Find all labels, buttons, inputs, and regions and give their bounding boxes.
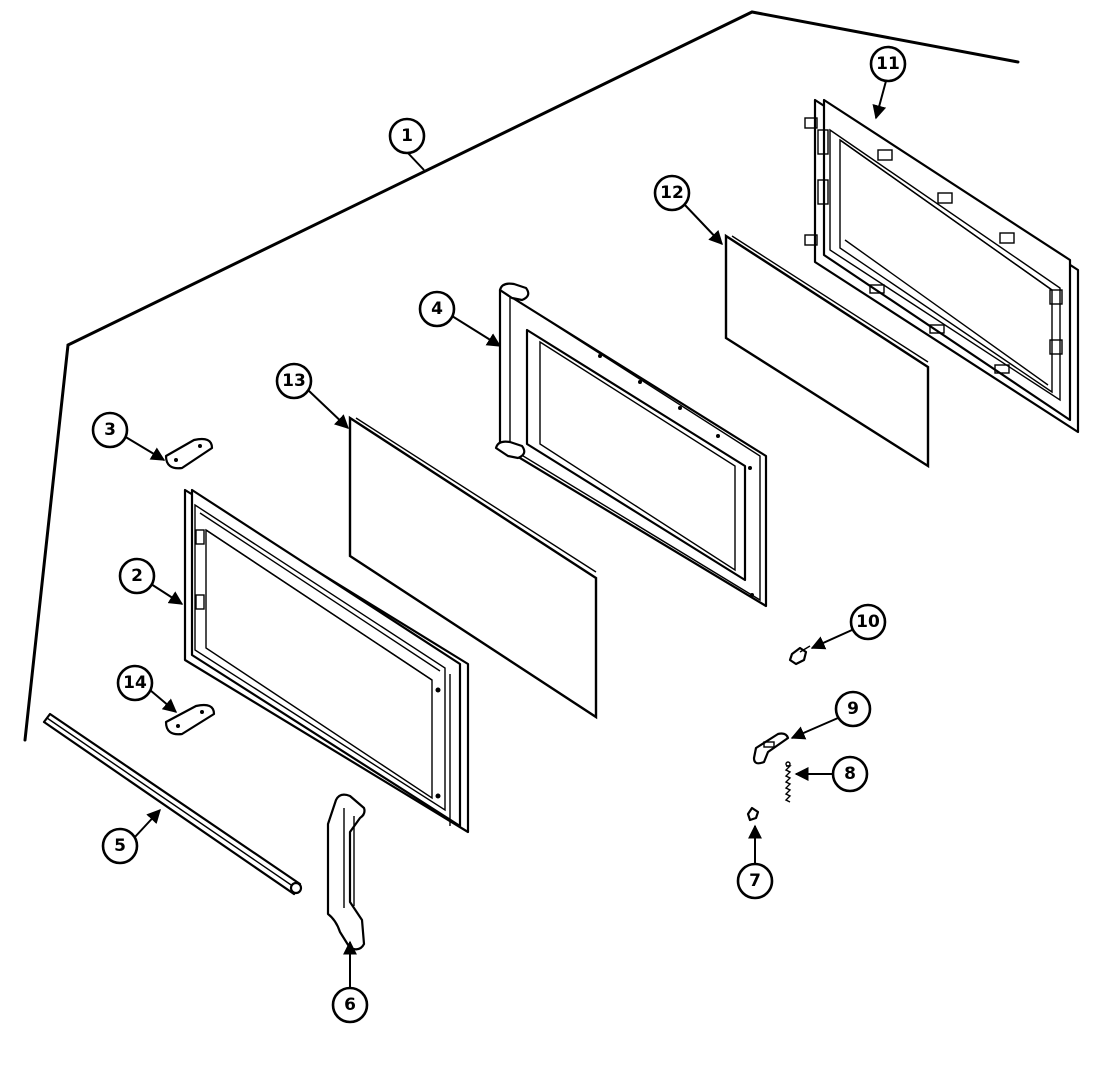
callout-13: 13 bbox=[275, 362, 350, 429]
callout-7-label: 7 bbox=[749, 871, 761, 891]
callout-10-label: 10 bbox=[856, 612, 880, 632]
pin-part bbox=[746, 806, 760, 822]
callout-8: 8 bbox=[794, 755, 869, 793]
callout-11-label: 11 bbox=[876, 54, 900, 74]
callout-13-label: 13 bbox=[282, 371, 306, 391]
upper-glass-panel-part bbox=[724, 233, 930, 469]
callout-1: 1 bbox=[388, 117, 426, 171]
callout-12: 12 bbox=[653, 174, 723, 246]
callout-5-label: 5 bbox=[114, 836, 126, 856]
lower-hinge-part bbox=[164, 703, 216, 736]
screw-part bbox=[788, 645, 811, 666]
door-assembly-outline bbox=[23, 10, 1020, 742]
choke-frame-part bbox=[494, 282, 768, 608]
callout-7: 7 bbox=[736, 824, 774, 900]
callout-2: 2 bbox=[118, 557, 184, 605]
callout-10: 10 bbox=[810, 603, 887, 650]
callout-5: 5 bbox=[101, 808, 161, 865]
callout-1-label: 1 bbox=[401, 126, 413, 146]
trim-rod-part bbox=[42, 712, 303, 896]
callout-6-label: 6 bbox=[344, 995, 356, 1015]
outer-door-frame-part bbox=[183, 488, 470, 834]
callout-4-label: 4 bbox=[431, 299, 443, 319]
callout-9: 9 bbox=[790, 690, 872, 740]
callout-2-label: 2 bbox=[131, 566, 143, 586]
inner-door-frame-part bbox=[804, 98, 1080, 434]
callout-3-label: 3 bbox=[104, 420, 116, 440]
callout-6: 6 bbox=[331, 940, 369, 1024]
callout-14-label: 14 bbox=[123, 673, 147, 693]
callout-8-label: 8 bbox=[844, 764, 856, 784]
callout-11: 11 bbox=[869, 45, 907, 120]
callout-9-label: 9 bbox=[847, 699, 859, 719]
spring-part bbox=[784, 761, 792, 803]
callout-3: 3 bbox=[91, 411, 166, 461]
door-handle-part bbox=[326, 793, 366, 951]
callout-14: 14 bbox=[116, 664, 178, 713]
latch-part bbox=[752, 732, 790, 765]
callout-12-label: 12 bbox=[660, 183, 684, 203]
lower-glass-panel-part bbox=[348, 415, 598, 720]
upper-hinge-part bbox=[164, 437, 214, 470]
callout-4: 4 bbox=[418, 290, 502, 347]
